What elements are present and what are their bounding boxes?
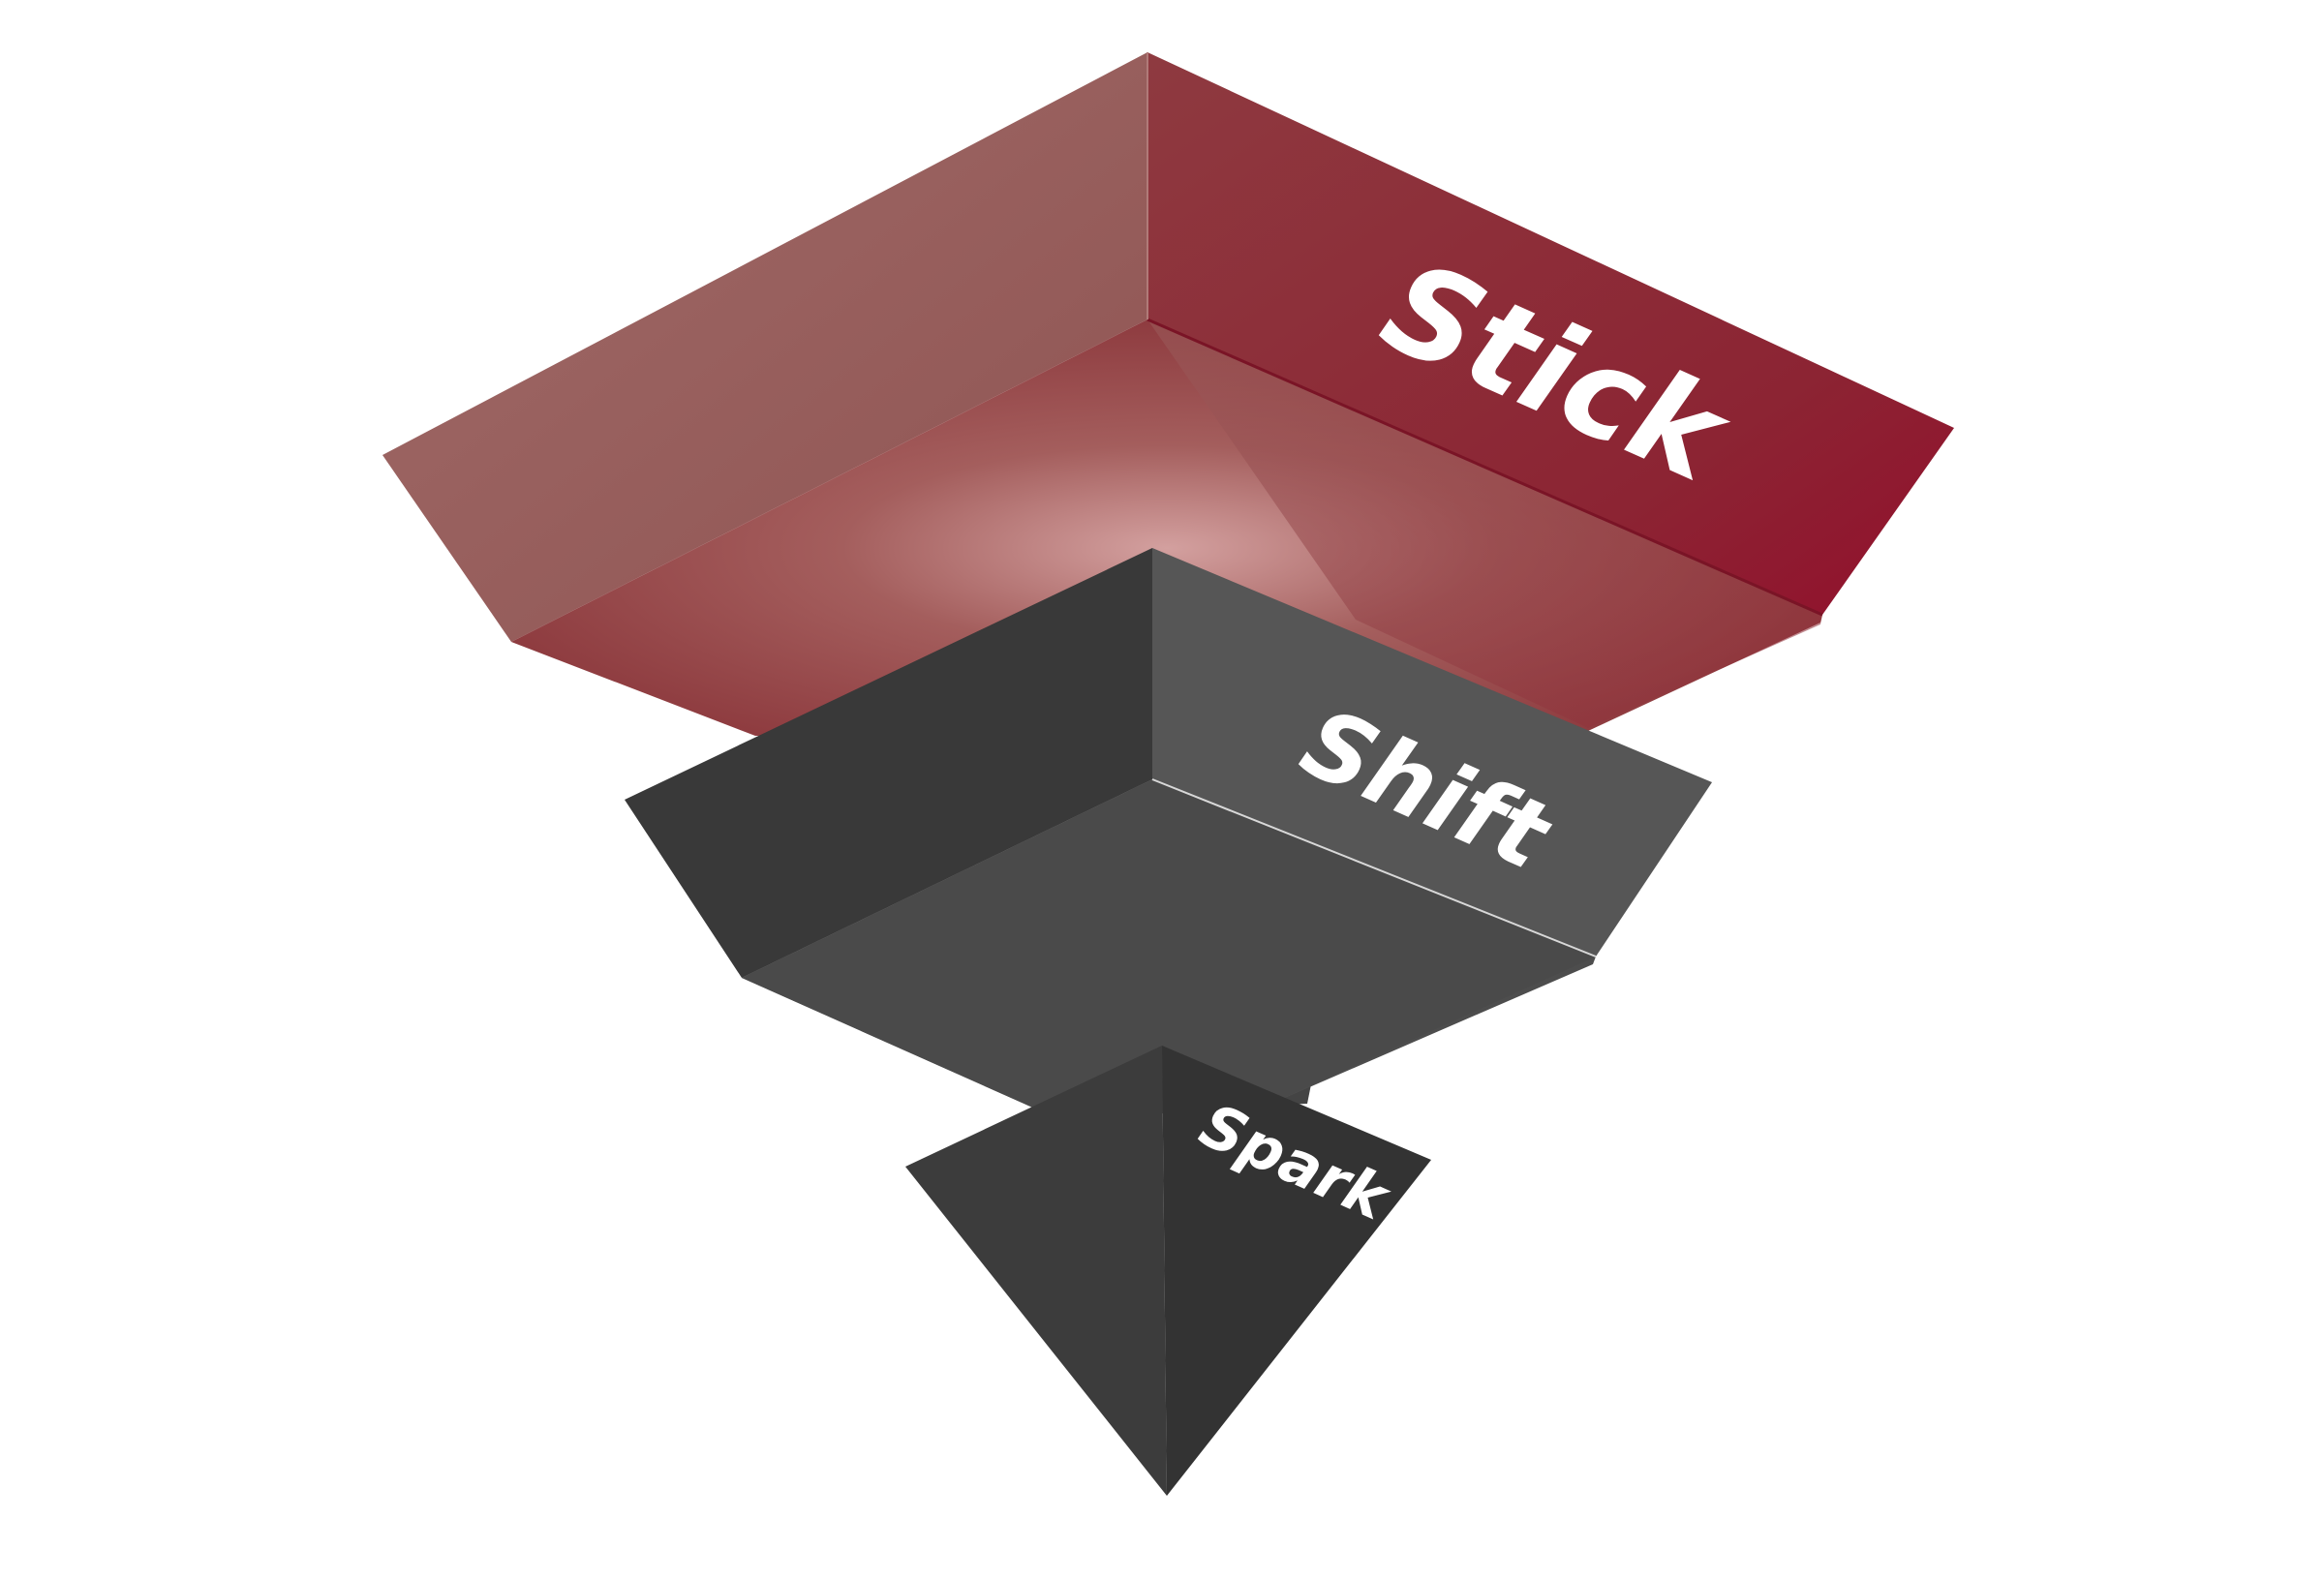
stick-face-lower-right xyxy=(1147,319,1822,728)
shift-crease xyxy=(1151,778,1597,957)
tier-shift: Shift xyxy=(625,548,1712,1113)
spark-face-left xyxy=(905,1046,1167,1496)
stick-crease xyxy=(1147,318,1823,617)
shift-face-lower xyxy=(742,779,1596,1113)
shift-face-left-upper xyxy=(625,548,1152,978)
stick-face-right-upper xyxy=(1147,52,1954,615)
tier-spark: Spark xyxy=(905,1046,1431,1496)
spark-face-right xyxy=(1162,1046,1431,1496)
stick-face-left-upper xyxy=(382,52,1147,642)
shift-face-right-upper xyxy=(1152,548,1712,957)
tier-stick: Stick xyxy=(382,52,1954,736)
